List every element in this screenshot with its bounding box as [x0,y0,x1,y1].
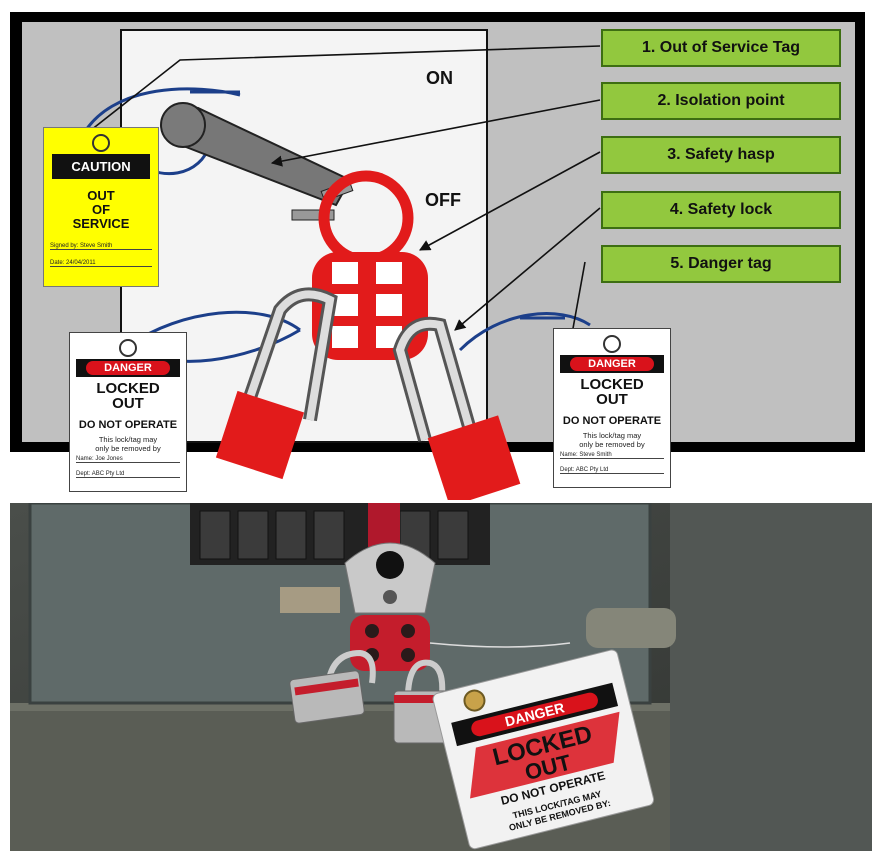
switch-on-label: ON [426,68,453,88]
label-safety-lock: 4. Safety lock [601,191,841,229]
safety-hasp [312,170,428,360]
switch-off-label: OFF [425,190,461,210]
caution-text: OUT OF SERVICE [44,189,158,231]
label-danger-tag: 5. Danger tag [601,245,841,283]
cable-caution [78,87,241,141]
caution-header: CAUTION [52,154,150,179]
steel-hasp [344,503,436,614]
label-safety-hasp: 3. Safety hasp [601,136,841,174]
dept-line: Dept: ABC Pty Ltd [76,471,180,478]
safety-lock-left [215,287,338,480]
danger-header: DANGER [570,357,654,371]
caution-date: Date: 24/04/2011 [50,260,152,267]
dept-line: Dept: ABC Pty Ltd [560,467,664,474]
danger-header-bar: DANGER [76,359,180,377]
panel-sticker [280,587,340,613]
danger-header: DANGER [86,361,170,375]
caution-signed: Signed by: Steve Smith [50,243,152,250]
breakers [199,510,469,560]
tag-wire [429,642,571,648]
conduit [586,608,676,648]
do-not-operate: DO NOT OPERATE [78,419,178,431]
lockout-diagram: ON OFF 1. Out of Service Tag 2. Isolatio… [10,12,865,500]
out-of-service-tag: CAUTION OUT OF SERVICE Signed by: Steve … [43,127,159,287]
name-line: Name: Steve Smith [560,452,664,459]
photo-graphics: DANGER LOCKED OUT DO NOT OPERATE THIS LO… [10,503,872,851]
label-isolation-point: 2. Isolation point [601,82,841,120]
cabinet-door [670,503,872,851]
cable-right [458,312,591,352]
name-line: Name: Joe Jones [76,456,180,463]
caution-line-2: OF [91,202,111,217]
danger-header-bar: DANGER [560,355,664,373]
caution-line-3: SERVICE [72,216,130,231]
padlock-left [289,649,376,724]
tag-hole [119,339,137,357]
do-not-operate: DO NOT OPERATE [562,415,662,427]
safety-lock-right [392,316,521,500]
leader-lines [71,45,601,347]
lockout-photo: DANGER LOCKED OUT DO NOT OPERATE THIS LO… [10,503,872,851]
tag-hole [92,134,110,152]
photo-danger-tag: DANGER LOCKED OUT DO NOT OPERATE THIS LO… [432,649,655,850]
caution-line-1: OUT [87,188,115,203]
label-out-of-service-tag: 1. Out of Service Tag [601,29,841,67]
tag-hole [603,335,621,353]
